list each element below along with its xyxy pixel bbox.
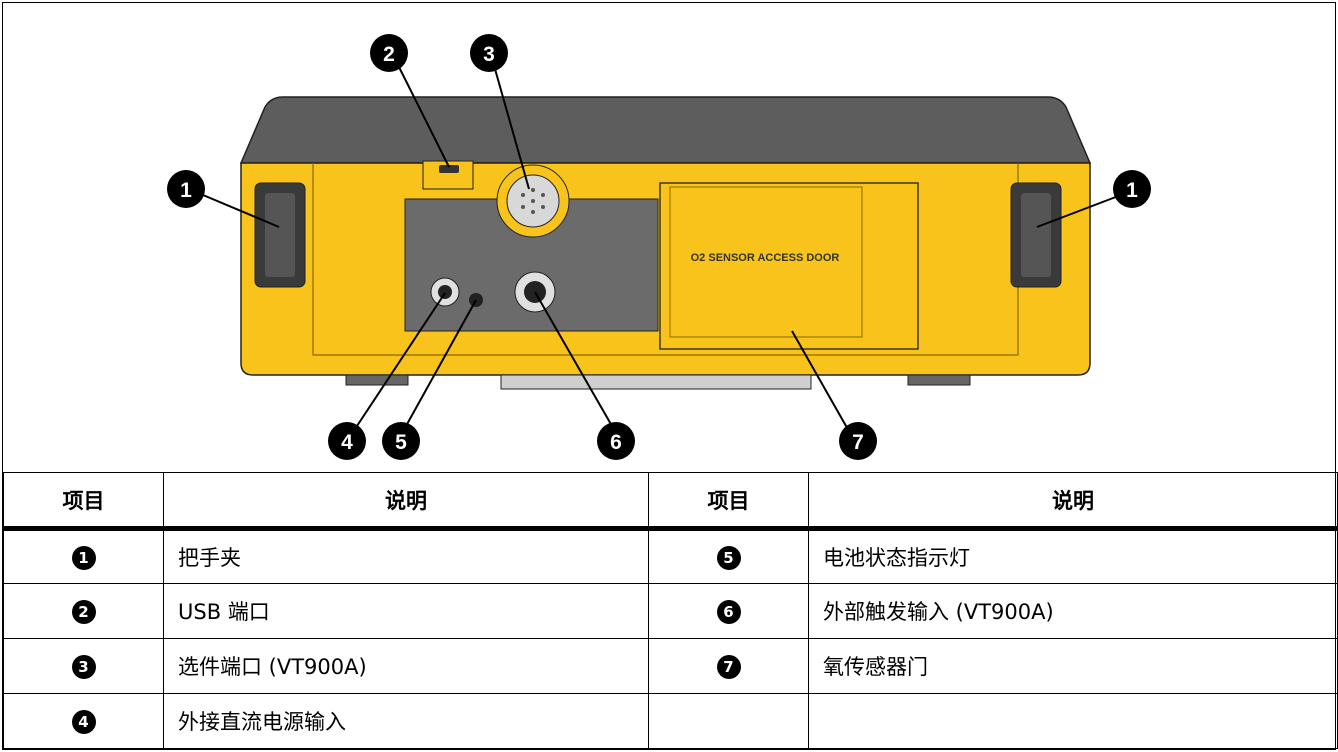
o2-sensor-door-panel bbox=[669, 186, 863, 338]
item-number-cell: 2 bbox=[3, 583, 164, 639]
table-row: 3 选件端口 (VT900A) 7 氧传感器门 bbox=[3, 638, 1338, 694]
usb-port bbox=[439, 165, 459, 173]
item-badge: 5 bbox=[716, 545, 741, 570]
svg-text:6: 6 bbox=[610, 431, 622, 454]
svg-text:4: 4 bbox=[341, 431, 353, 454]
table-row: 2 USB 端口 6 外部触发输入 (VT900A) bbox=[3, 583, 1338, 639]
header-description: 说明 bbox=[163, 472, 649, 531]
device-foot bbox=[907, 374, 971, 386]
item-description: 把手夹 bbox=[163, 528, 649, 584]
item-badge: 3 bbox=[71, 654, 96, 679]
item-number-cell: 4 bbox=[3, 693, 164, 749]
callout-5: 5 bbox=[382, 422, 420, 460]
o2-sensor-door bbox=[659, 182, 919, 350]
svg-text:1: 1 bbox=[180, 179, 192, 202]
item-description: 氧传感器门 bbox=[808, 638, 1338, 694]
svg-text:7: 7 bbox=[852, 431, 864, 454]
item-badge: 2 bbox=[71, 599, 96, 624]
table-row: 4 外接直流电源输入 bbox=[3, 693, 1338, 749]
item-badge: 4 bbox=[71, 709, 96, 734]
device-foot bbox=[345, 374, 409, 386]
callout-6: 6 bbox=[597, 422, 635, 460]
item-badge: 7 bbox=[716, 654, 741, 679]
o2-door-label: O2 SENSOR ACCESS DOOR bbox=[691, 252, 840, 264]
usb-housing bbox=[422, 160, 474, 190]
device-bottom-plate bbox=[500, 374, 812, 390]
handle-clip-right-inner bbox=[1021, 193, 1051, 277]
callout-4: 4 bbox=[328, 422, 366, 460]
svg-text:2: 2 bbox=[383, 43, 395, 66]
callout-7: 7 bbox=[839, 422, 877, 460]
item-description: USB 端口 bbox=[163, 583, 649, 639]
callout-3: 3 bbox=[470, 34, 508, 72]
header-item: 项目 bbox=[3, 472, 164, 531]
item-description: 选件端口 (VT900A) bbox=[163, 638, 649, 694]
header-description: 说明 bbox=[808, 472, 1338, 531]
callout-1-right: 1 bbox=[1113, 170, 1151, 208]
item-badge: 6 bbox=[716, 599, 741, 624]
item-description: 外部触发输入 (VT900A) bbox=[808, 583, 1338, 639]
item-description: 外接直流电源输入 bbox=[163, 693, 649, 749]
empty-cell bbox=[808, 693, 1338, 749]
item-number-cell: 1 bbox=[3, 528, 164, 584]
item-description: 电池状态指示灯 bbox=[808, 528, 1338, 584]
handle-clip-left-inner bbox=[265, 193, 295, 277]
empty-cell bbox=[648, 693, 809, 749]
svg-text:1: 1 bbox=[1126, 179, 1138, 202]
svg-text:5: 5 bbox=[395, 431, 407, 454]
item-number-cell: 7 bbox=[648, 638, 809, 694]
legend-header-row: 项目 说明 项目 说明 bbox=[3, 472, 1338, 531]
item-number-cell: 3 bbox=[3, 638, 164, 694]
item-number-cell: 5 bbox=[648, 528, 809, 584]
option-port-pins bbox=[521, 188, 545, 214]
svg-text:3: 3 bbox=[483, 43, 495, 66]
device-top-shell bbox=[239, 96, 1092, 164]
header-item: 项目 bbox=[648, 472, 809, 531]
legend-table: 项目 说明 项目 说明 1 把手夹 5 电池状态指示灯 2 USB 端口 6 外… bbox=[3, 472, 1338, 749]
table-row: 1 把手夹 5 电池状态指示灯 bbox=[3, 528, 1338, 584]
device-illustration: O2 SENSOR ACCESS DOOR 1 2 3 1 4 5 6 7 bbox=[167, 34, 1151, 460]
leader-lines bbox=[202, 66, 1122, 436]
callout-2: 2 bbox=[370, 34, 408, 72]
item-number-cell: 6 bbox=[648, 583, 809, 639]
callout-1-left: 1 bbox=[167, 170, 205, 208]
dc-input-hole bbox=[438, 285, 452, 299]
device-figure: O2 SENSOR ACCESS DOOR 1 2 3 1 4 5 6 7 bbox=[3, 3, 1337, 473]
item-badge: 1 bbox=[71, 545, 96, 570]
